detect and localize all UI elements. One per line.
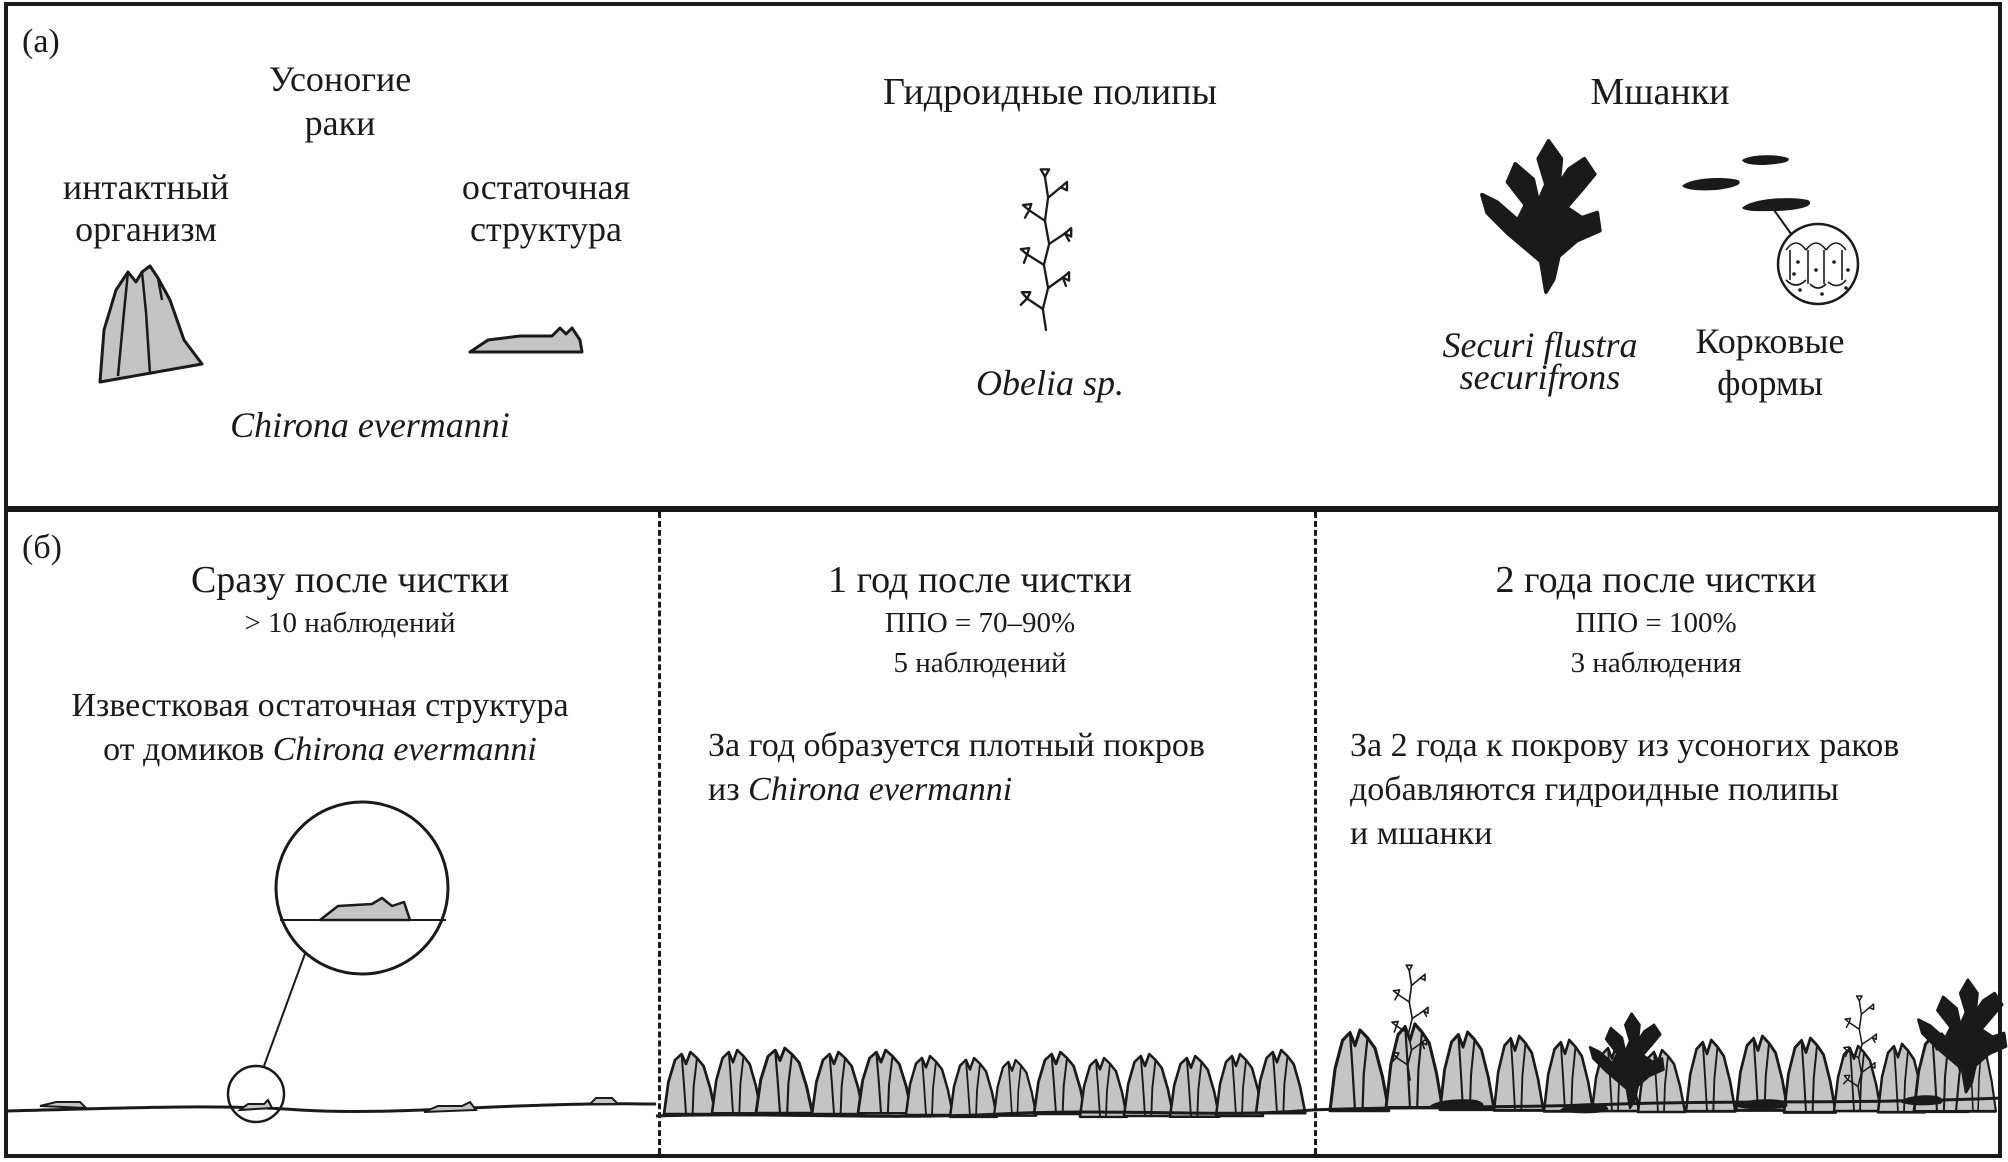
col2-stat-2: 5 наблюдений (893, 647, 1067, 679)
col2-title: 1 год после чистки (827, 559, 1133, 601)
panel-b (4, 508, 2002, 1158)
col1-desc-prefix: от домиков (103, 731, 273, 768)
col2-desc-prefix: из (708, 771, 749, 808)
crust-forms-line2: формы (1717, 363, 1823, 403)
col1-desc-species: Chirona evermanni (272, 731, 537, 768)
panel-b-tag: (б) (22, 529, 62, 566)
col2-desc-line1: За год образуется плотный покров (708, 727, 1205, 764)
bryozoans-title: Мшанки (1590, 71, 1730, 113)
col3-stat-2: 3 наблюдения (1570, 647, 1742, 679)
panel-a-tag: (а) (22, 23, 60, 60)
barnacles-title-line1: Усоногие (268, 59, 412, 99)
col2-stat-1: ППО = 70–90% (884, 607, 1076, 639)
col1-desc-line2: от домиков Chirona evermanni (20, 730, 620, 770)
residual-label-line2: структура (470, 209, 622, 249)
col1-stat-1: > 10 наблюдений (244, 607, 456, 639)
col3-desc-line3: и мшанки (1350, 815, 1493, 852)
col3-stat-1: ППО = 100% (1575, 607, 1737, 639)
residual-label-line1: остаточная (461, 167, 631, 207)
barnacles-title-line2: раки (304, 103, 376, 143)
barnacle-species: Chirona evermanni (230, 405, 510, 445)
crust-forms-line1: Корковые (1695, 321, 1845, 361)
intact-label-line2: организм (75, 209, 217, 249)
col3-desc-line2: добавляются гидроидные полипы (1350, 771, 1839, 808)
column-divider-2 (1314, 512, 1317, 1154)
col1-desc-line1: Известковая остаточная структура (71, 687, 569, 724)
col3-desc-line1: За 2 года к покрову из усоногих раков (1350, 727, 1900, 764)
hydroid-species: Obelia sp. (976, 363, 1124, 403)
col3-title: 2 года после чистки (1495, 559, 1817, 601)
intact-label-line1: интактный (62, 167, 230, 207)
column-divider-1 (658, 512, 661, 1154)
hydroids-title: Гидроидные полипы (882, 71, 1218, 113)
col1-title: Сразу после чистки (190, 559, 510, 601)
col2-desc-line2: из Chirona evermanni (708, 770, 1012, 810)
securiflustra-species-line2: securifrons (1459, 357, 1621, 397)
securiflustra-species-line1: Securi flustra (1442, 325, 1638, 365)
col2-desc-species: Chirona evermanni (748, 771, 1013, 808)
